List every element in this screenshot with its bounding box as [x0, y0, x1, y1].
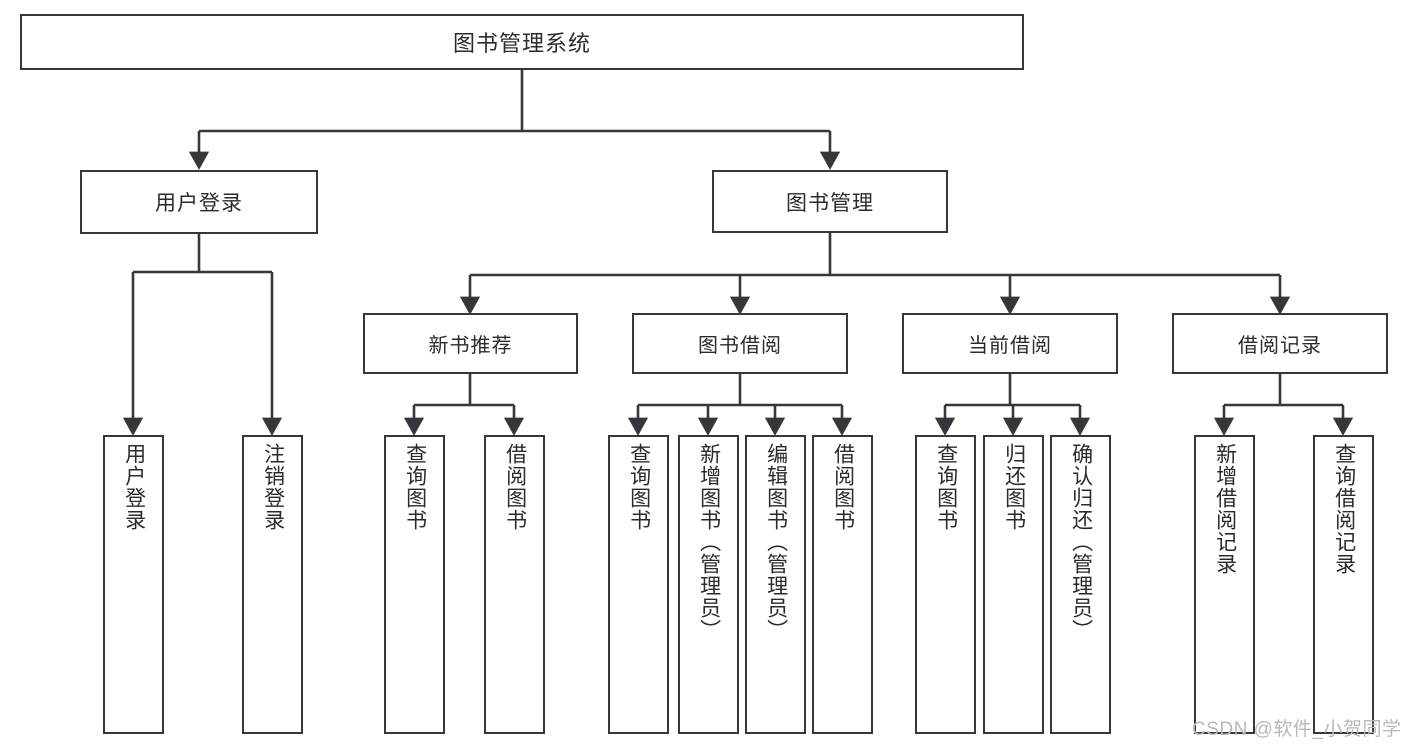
node-label: 图书管理系统	[452, 31, 591, 56]
leaf-borrow-record-add-record[interactable]: 新增借阅记录	[1194, 435, 1255, 734]
node-label: 新增图书（管理员）	[697, 443, 721, 641]
node-current-borrow[interactable]: 当前借阅	[902, 313, 1118, 374]
watermark-text: CSDN @软件_小贺同学	[1192, 719, 1402, 740]
leaf-user-login-login[interactable]: 用户登录	[103, 435, 164, 734]
node-label: 借阅记录	[1238, 335, 1322, 357]
node-label: 用户登录	[155, 192, 243, 215]
node-user-login[interactable]: 用户登录	[80, 170, 318, 234]
leaf-current-borrow-confirm-return-admin[interactable]: 确认归还（管理员）	[1050, 435, 1111, 734]
node-label: 归还图书	[1002, 443, 1026, 531]
node-label: 查询借阅记录	[1332, 443, 1356, 575]
node-label: 当前借阅	[968, 335, 1052, 357]
node-label: 查询图书	[627, 443, 651, 531]
leaf-new-book-query-book[interactable]: 查询图书	[384, 435, 445, 734]
leaf-book-borrow-borrow-book[interactable]: 借阅图书	[812, 435, 873, 734]
leaf-current-borrow-query-book[interactable]: 查询图书	[915, 435, 976, 734]
leaf-book-borrow-query-book[interactable]: 查询图书	[608, 435, 669, 734]
leaf-user-login-logout[interactable]: 注销登录	[242, 435, 303, 734]
node-label: 新书推荐	[428, 335, 513, 357]
leaf-new-book-borrow-book[interactable]: 借阅图书	[484, 435, 545, 734]
node-root-book-management-system[interactable]: 图书管理系统	[20, 14, 1024, 70]
leaf-book-borrow-edit-book-admin[interactable]: 编辑图书（管理员）	[745, 435, 806, 734]
node-label: 借阅图书	[503, 443, 527, 531]
node-label: 编辑图书（管理员）	[764, 443, 788, 641]
node-new-book-recommend[interactable]: 新书推荐	[363, 313, 578, 374]
node-label: 用户登录	[122, 443, 146, 531]
node-label: 注销登录	[261, 443, 285, 531]
node-borrow-record[interactable]: 借阅记录	[1172, 313, 1388, 374]
node-book-borrow[interactable]: 图书借阅	[632, 313, 848, 374]
node-label: 确认归还（管理员）	[1069, 443, 1093, 641]
node-label: 查询图书	[403, 443, 427, 531]
leaf-book-borrow-add-book-admin[interactable]: 新增图书（管理员）	[678, 435, 739, 734]
node-label: 图书借阅	[698, 335, 782, 357]
node-label: 图书管理	[786, 191, 874, 215]
node-book-management[interactable]: 图书管理	[712, 170, 948, 233]
node-label: 新增借阅记录	[1213, 443, 1237, 575]
leaf-current-borrow-return-book[interactable]: 归还图书	[983, 435, 1044, 734]
node-label: 查询图书	[934, 443, 958, 531]
node-label: 借阅图书	[831, 443, 855, 531]
leaf-borrow-record-query-record[interactable]: 查询借阅记录	[1313, 435, 1374, 734]
